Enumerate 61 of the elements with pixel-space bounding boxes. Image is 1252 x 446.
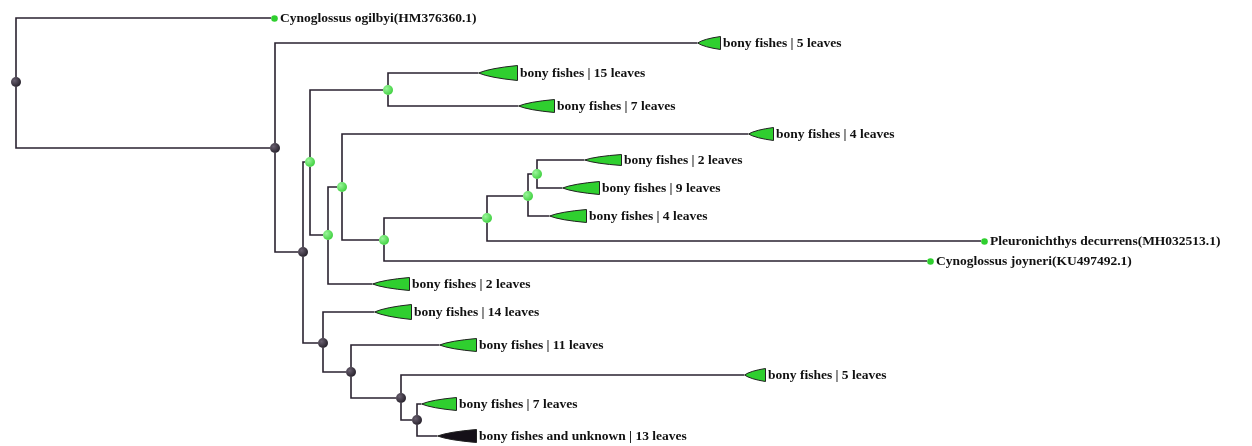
tree-branch — [536, 178, 563, 189]
tree-branch — [527, 173, 533, 192]
branch-node-dot — [270, 143, 280, 153]
tree-branch — [350, 376, 397, 399]
tree-branch — [387, 94, 519, 107]
taxon-label: Cynoglossus ogilbyi(HM376360.1) — [280, 10, 477, 26]
taxon-label: bony fishes | 11 leaves — [479, 337, 604, 353]
taxon-label: Pleuronichthys decurrens(MH032513.1) — [990, 233, 1221, 249]
branch-node-dot — [346, 367, 356, 377]
tree-branch — [416, 424, 438, 437]
tree-branch — [387, 72, 479, 86]
branch-node-dot — [11, 77, 21, 87]
tree-branch — [15, 86, 271, 149]
tree-branch — [274, 152, 299, 253]
branch-node-dot — [412, 415, 422, 425]
tree-branch — [400, 402, 413, 421]
tree-branch — [309, 166, 324, 236]
tree-branch — [416, 403, 422, 416]
taxon-label: bony fishes | 9 leaves — [602, 180, 721, 196]
branch-node-dot — [323, 230, 333, 240]
taxon-label: bony fishes | 7 leaves — [557, 98, 676, 114]
taxon-label: bony fishes | 7 leaves — [459, 396, 578, 412]
tree-branch — [341, 191, 380, 241]
branch-node-dot — [383, 85, 393, 95]
tree-branch — [302, 256, 319, 344]
branch-node-dot — [337, 182, 347, 192]
branch-node-dot — [305, 157, 315, 167]
tree-branch — [383, 244, 928, 262]
branch-node-dot — [532, 169, 542, 179]
tree-branch — [536, 159, 585, 170]
taxon-label: bony fishes | 4 leaves — [589, 208, 708, 224]
taxon-label: bony fishes | 14 leaves — [414, 304, 540, 320]
tree-branch — [341, 133, 749, 183]
tree-branch — [486, 195, 524, 214]
taxon-label: bony fishes | 15 leaves — [520, 65, 646, 81]
branch-node-dot — [523, 191, 533, 201]
branch-node-dot — [379, 235, 389, 245]
branch-node-dot — [396, 393, 406, 403]
tree-branch — [274, 42, 698, 144]
tree-branch — [302, 161, 306, 248]
taxon-label: bony fishes | 5 leaves — [768, 367, 887, 383]
branch-node-dot — [298, 247, 308, 257]
tree-branch — [383, 217, 483, 236]
tree-branch — [309, 89, 384, 158]
tree-branch — [486, 222, 982, 242]
tree-branch — [350, 344, 440, 368]
branch-node-dot — [482, 213, 492, 223]
tree-branch — [327, 239, 373, 285]
taxon-label: bony fishes | 4 leaves — [776, 126, 895, 142]
taxon-label: bony fishes | 2 leaves — [412, 276, 531, 292]
tree-branch — [15, 17, 272, 78]
tree-branch — [400, 374, 745, 394]
taxon-label: bony fishes | 2 leaves — [624, 152, 743, 168]
tree-branch — [322, 311, 375, 339]
taxon-label: bony fishes and unknown | 13 leaves — [479, 428, 687, 444]
tree-branch — [322, 347, 347, 373]
branch-node-dot — [318, 338, 328, 348]
tree-branch — [527, 200, 550, 217]
taxon-label: Cynoglossus joyneri(KU497492.1) — [936, 253, 1132, 269]
taxon-label: bony fishes | 5 leaves — [723, 35, 842, 51]
tree-branch — [327, 186, 338, 231]
